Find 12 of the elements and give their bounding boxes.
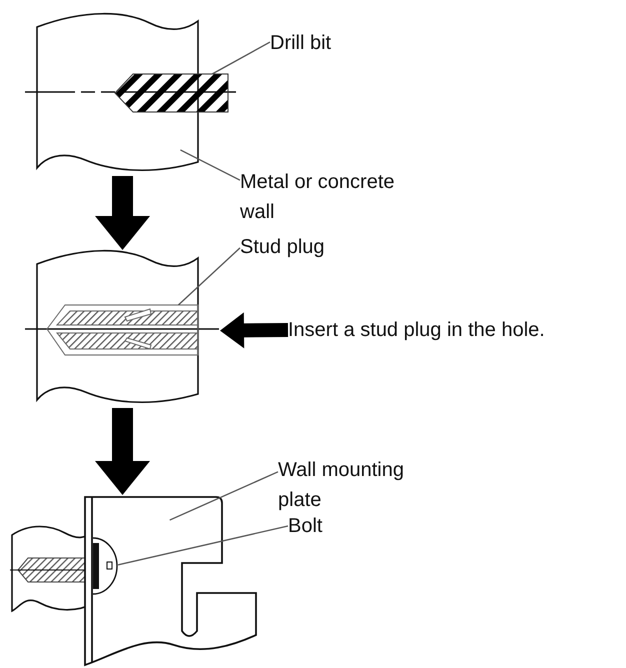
callout-label: Stud plug: [240, 232, 350, 262]
callout-label: Metal or concrete wall: [240, 167, 410, 227]
callout-label: Drill bit: [270, 28, 370, 58]
leader-line: [212, 42, 270, 75]
block-arrow: [95, 408, 150, 495]
block-arrow: [95, 176, 150, 250]
instruction-text: Insert a stud plug in the hole.: [288, 315, 624, 345]
block-arrow: [220, 312, 288, 348]
leader-line: [180, 149, 240, 181]
leader-line: [118, 525, 288, 566]
leader-line: [178, 247, 240, 306]
leader-line: [169, 471, 278, 521]
